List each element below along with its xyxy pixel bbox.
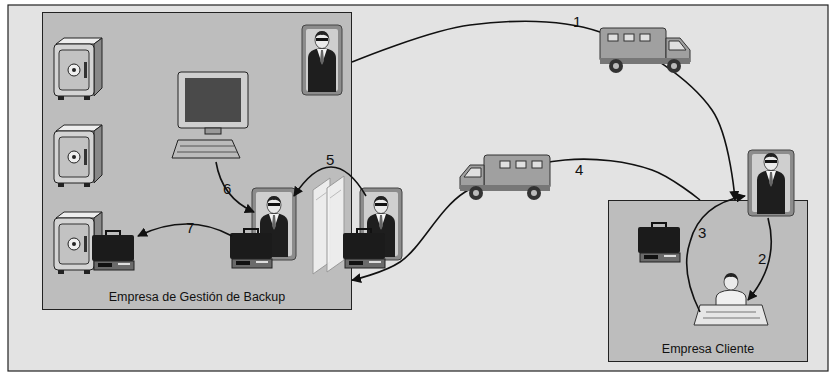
company-box: Empresa Cliente (608, 200, 808, 362)
step-arrow (138, 224, 232, 236)
company-label: Empresa de Gestión de Backup (109, 290, 286, 304)
safe-icons (54, 38, 102, 274)
guard-doorway (302, 25, 342, 95)
client-doorway (748, 150, 794, 216)
briefcase-icon (92, 231, 134, 270)
receptionist-icon (694, 273, 768, 325)
text-group: Empresa de Gestión de Backup (43, 290, 351, 304)
briefcase-icon (343, 229, 385, 268)
step-arrow (687, 196, 745, 312)
step-number: 4 (575, 161, 583, 179)
text-group: Empresa Cliente (609, 342, 807, 356)
transport-arrow (352, 21, 735, 200)
briefcase-icon (230, 229, 272, 268)
truck-icon (600, 28, 690, 73)
operator-doorway (252, 188, 296, 260)
safe-icon (54, 38, 102, 100)
briefcase-icon (638, 223, 680, 262)
truck-icon (460, 155, 550, 200)
safe-icon (54, 212, 102, 274)
transport-arrow (352, 159, 700, 280)
computer-icon (172, 72, 248, 158)
courier-doorway (360, 188, 402, 260)
step-arrows (138, 162, 771, 312)
company-box: Empresa de Gestión de Backup (42, 12, 352, 310)
step-arrow (748, 218, 771, 300)
step-arrow (294, 167, 366, 196)
security-gate (313, 176, 344, 274)
step-arrow (216, 162, 254, 212)
safe-icon (54, 125, 102, 187)
step-number: 1 (573, 13, 581, 31)
frame (8, 5, 828, 371)
company-label: Empresa Cliente (662, 342, 754, 356)
